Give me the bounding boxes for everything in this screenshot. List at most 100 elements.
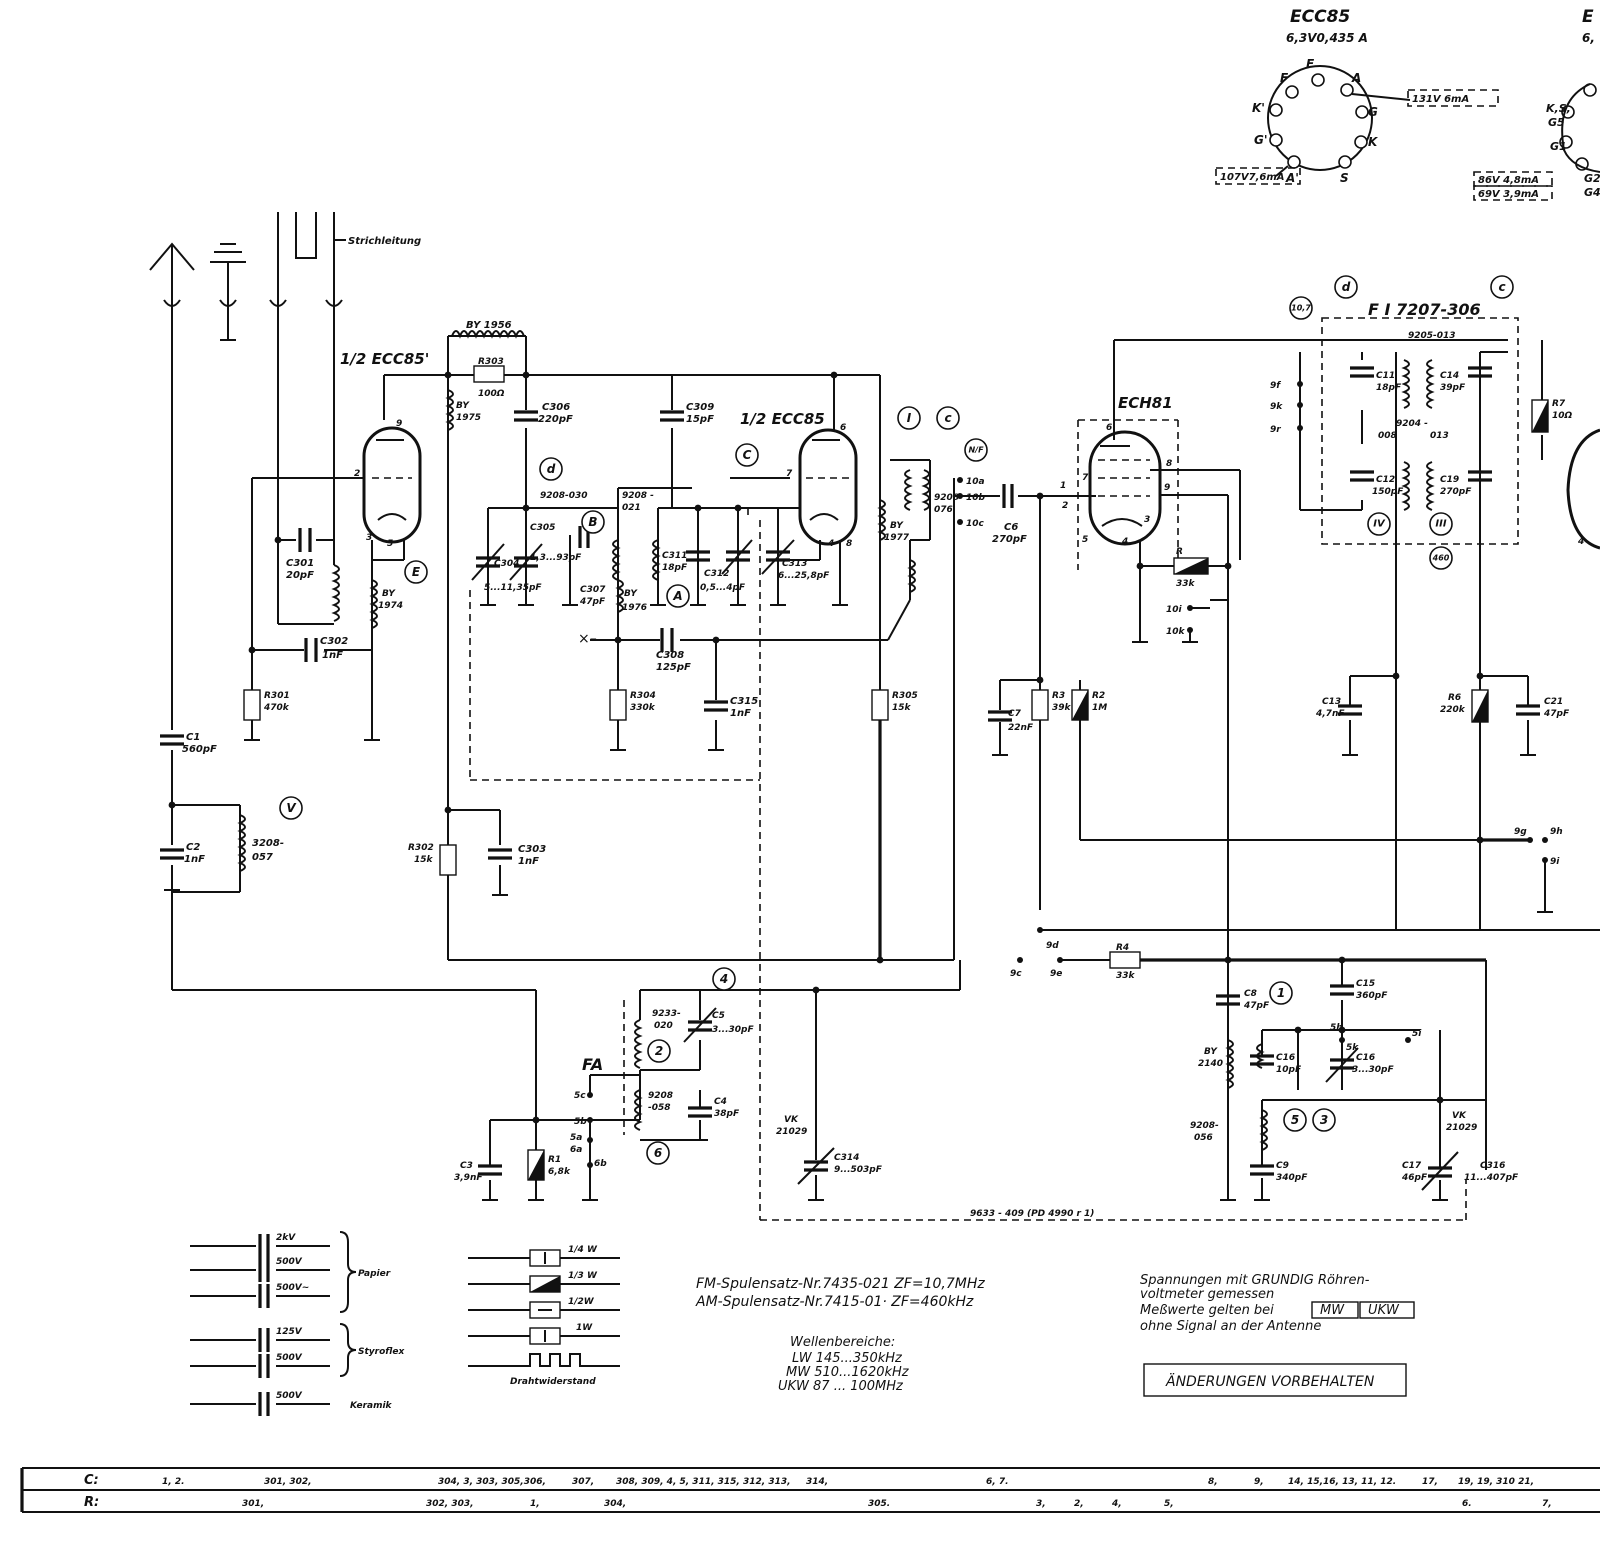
svg-text:6: 6 — [1106, 423, 1112, 433]
table-row-c-label: C: — [84, 1473, 99, 1488]
svg-text:6...25,8pF: 6...25,8pF — [778, 571, 830, 581]
svg-text:38pF: 38pF — [714, 1109, 740, 1119]
svg-text:220pF: 220pF — [538, 414, 573, 425]
svg-text:9208-: 9208- — [934, 493, 963, 503]
svg-text:1: 1 — [1060, 481, 1066, 491]
coil-symbols — [237, 330, 1435, 1151]
marker-d: d — [1342, 280, 1351, 294]
marker-v: V — [286, 801, 297, 815]
svg-text:9g: 9g — [1514, 827, 1527, 837]
marker-460: 460 — [1432, 554, 1450, 563]
label-vk1: VK — [784, 1115, 799, 1125]
svg-text:10i: 10i — [1166, 605, 1183, 615]
antenna-inputs: Strichleitung — [149, 212, 421, 340]
svg-text:9r: 9r — [1270, 425, 1281, 435]
svg-text:17,: 17, — [1422, 1477, 1438, 1487]
tube-right-edge — [1566, 428, 1600, 550]
svg-text:C304: C304 — [494, 559, 519, 569]
svg-text:220k: 220k — [1440, 705, 1466, 715]
svg-text:6: 6 — [840, 423, 846, 433]
svg-text:5: 5 — [387, 539, 393, 549]
svg-text:C305: C305 — [530, 523, 555, 533]
svg-text:10b: 10b — [966, 493, 986, 503]
svg-text:9e: 9e — [1050, 969, 1062, 979]
svg-text:9h: 9h — [1550, 827, 1563, 837]
svg-text:10c: 10c — [966, 519, 985, 529]
svg-text:8: 8 — [1166, 459, 1172, 469]
svg-text:301, 302,: 301, 302, — [264, 1477, 312, 1487]
svg-text:500V~: 500V~ — [276, 1283, 309, 1293]
svg-text:150pF: 150pF — [1372, 487, 1404, 497]
svg-text:6.: 6. — [1462, 1499, 1472, 1509]
svg-text:C5: C5 — [712, 1011, 725, 1021]
svg-text:19, 19, 310 21,: 19, 19, 310 21, — [1458, 1477, 1534, 1487]
svg-text:3...30pF: 3...30pF — [1352, 1065, 1394, 1075]
svg-text:Styroflex: Styroflex — [358, 1347, 405, 1357]
svg-text:1nF: 1nF — [184, 854, 205, 865]
svg-text:5h: 5h — [1330, 1023, 1343, 1033]
svg-text:R3: R3 — [1052, 691, 1065, 701]
svg-text:057: 057 — [252, 852, 273, 863]
svg-text:1nF: 1nF — [730, 708, 751, 719]
svg-text:BY: BY — [382, 589, 396, 599]
svg-text:076: 076 — [934, 505, 953, 515]
svg-text:R: R — [1176, 547, 1183, 557]
svg-text:2: 2 — [1062, 501, 1068, 511]
svg-text:C11: C11 — [1376, 371, 1395, 381]
svg-text:R2: R2 — [1092, 691, 1105, 701]
pin-g-prime: G' — [1254, 133, 1268, 147]
svg-text:5...11,35pF: 5...11,35pF — [484, 583, 542, 593]
svg-text:BY: BY — [624, 589, 638, 599]
svg-text:C16: C16 — [1356, 1053, 1375, 1063]
svg-text:5,: 5, — [1164, 1499, 1174, 1509]
svg-text:308, 309, 4, 5, 311, 315, 312,: 308, 309, 4, 5, 311, 315, 312, 313, — [616, 1477, 791, 1487]
svg-text:6, 7.: 6, 7. — [986, 1477, 1009, 1487]
marker-i: I — [907, 411, 912, 425]
svg-text:Meßwerte gelten bei: Meßwerte gelten bei — [1140, 1303, 1274, 1318]
svg-text:500V: 500V — [276, 1257, 303, 1267]
pin-g2: G2 — [1584, 172, 1600, 185]
svg-text:C3: C3 — [460, 1161, 473, 1171]
svg-text:C21: C21 — [1544, 697, 1563, 707]
svg-text:5: 5 — [1082, 535, 1088, 545]
svg-text:5k: 5k — [1346, 1043, 1359, 1053]
svg-text:47pF: 47pF — [1243, 1001, 1270, 1011]
resistor-symbols — [243, 365, 1549, 1181]
label-strichleitung: Strichleitung — [348, 236, 421, 247]
marker-c: c — [944, 411, 951, 425]
svg-text:9208: 9208 — [648, 1091, 673, 1101]
svg-text:500V: 500V — [276, 1391, 303, 1401]
svg-text:6b: 6b — [594, 1159, 607, 1169]
svg-text:MW 510...1620kHz: MW 510...1620kHz — [786, 1365, 910, 1380]
junctions — [168, 371, 1484, 1124]
svg-text:BY: BY — [456, 401, 470, 411]
pinout-second-rating: 6, — [1582, 31, 1595, 45]
svg-text:9208 -: 9208 - — [622, 491, 654, 501]
pinout-ecc85-meas-left: 107V7,6mA — [1220, 172, 1285, 183]
svg-text:021: 021 — [622, 503, 641, 513]
svg-text:22nF: 22nF — [1008, 723, 1034, 733]
legend-resistors: 1/4 W 1/3 W 1/2W 1W Drahtwiderstand — [468, 1245, 620, 1387]
wiring — [171, 320, 1600, 1200]
marker-1: 1 — [1277, 986, 1285, 1000]
pinout-second-meas-1: 86V 4,8mA — [1478, 175, 1539, 186]
svg-text:330k: 330k — [630, 703, 656, 713]
svg-text:307,: 307, — [572, 1477, 594, 1487]
svg-text:R6: R6 — [1448, 693, 1461, 703]
svg-text:5b: 5b — [574, 1117, 587, 1127]
svg-text:-058: -058 — [648, 1103, 671, 1113]
svg-text:39pF: 39pF — [1440, 383, 1466, 393]
svg-text:1975: 1975 — [456, 413, 481, 423]
svg-text:C301: C301 — [286, 558, 314, 569]
label-ferrite-code: 9633 - 409 (PD 4990 r 1) — [970, 1209, 1094, 1219]
svg-text:9208-: 9208- — [1190, 1121, 1219, 1131]
svg-text:C6: C6 — [1004, 522, 1018, 533]
marker-b: B — [588, 515, 597, 529]
marker-iii: III — [1435, 519, 1446, 530]
pinout-ecc85-meas-right: 131V 6mA — [1412, 94, 1469, 105]
svg-text:46pF: 46pF — [1401, 1173, 1428, 1183]
legend-coilset: FM-Spulensatz-Nr.7435-021 ZF=10,7MHz AM-… — [695, 1276, 985, 1394]
svg-text:R305: R305 — [892, 691, 918, 701]
label-fi-set: F I 7207-306 — [1368, 300, 1481, 319]
svg-text:500V: 500V — [276, 1353, 303, 1363]
